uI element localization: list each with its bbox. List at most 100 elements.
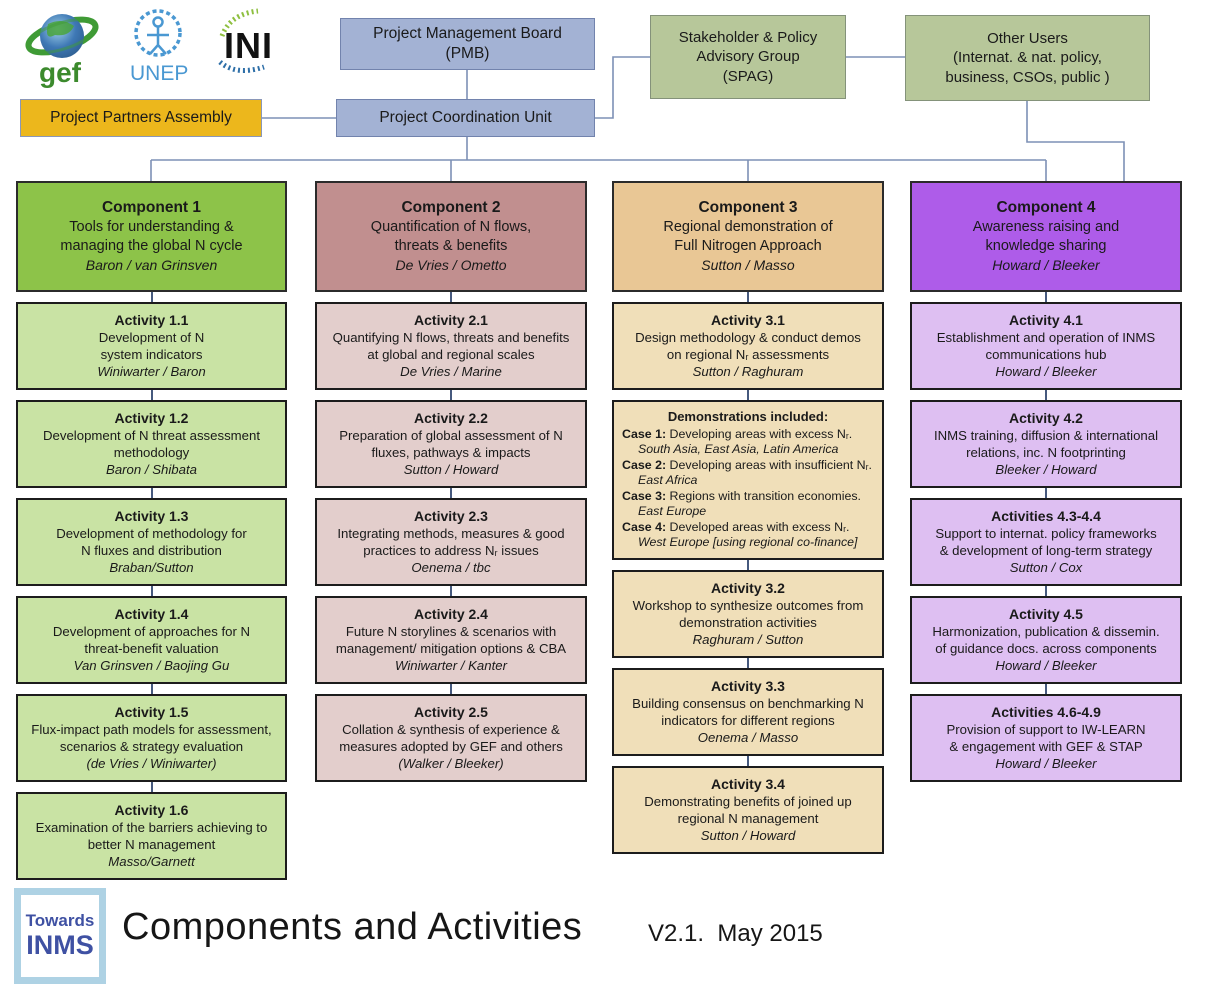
activity-title: Activity 4.2 bbox=[1009, 410, 1083, 427]
case-line: Case 4: Developed areas with excess Nᵣ. bbox=[622, 519, 850, 534]
component-subtitle: Regional demonstration of Full Nitrogen … bbox=[663, 219, 833, 255]
component-leads: Sutton / Masso bbox=[701, 256, 795, 273]
component-title: Component 3 bbox=[698, 199, 798, 217]
activity-title: Activity 3.1 bbox=[711, 312, 785, 329]
activity-description: Workshop to synthesize outcomes from dem… bbox=[632, 597, 864, 630]
case-region: South Asia, East Asia, Latin America bbox=[638, 442, 839, 457]
activity-description: Demonstrating benefits of joined up regi… bbox=[644, 793, 852, 826]
activity-description: Integrating methods, measures & good pra… bbox=[337, 525, 565, 558]
activity-connector bbox=[450, 684, 452, 694]
activity-leads: De Vries / Marine bbox=[400, 364, 502, 380]
activity-connector bbox=[1045, 684, 1047, 694]
activity-connector bbox=[747, 390, 749, 400]
activity-leads: Winiwarter / Baron bbox=[97, 364, 206, 380]
activity-leads: Braban/Sutton bbox=[109, 560, 194, 576]
case-region: East Africa bbox=[638, 473, 698, 488]
activity-leads: Sutton / Cox bbox=[1009, 560, 1083, 576]
activity-leads: Winiwarter / Kanter bbox=[394, 658, 507, 674]
component-subtitle: Awareness raising and knowledge sharing bbox=[972, 219, 1120, 255]
activity-connector bbox=[150, 586, 153, 596]
activity-title: Activity 1.4 bbox=[114, 606, 189, 623]
activity-connector bbox=[747, 292, 749, 302]
project-partners-assembly-box: Project Partners Assembly bbox=[20, 99, 262, 137]
component-4-column: Component 4 Awareness raising and knowle… bbox=[910, 181, 1182, 782]
activity-description: Development of methodology for N fluxes … bbox=[56, 525, 247, 558]
activity-leads: Oenema / Masso bbox=[697, 730, 799, 746]
component-title: Component 4 bbox=[996, 199, 1096, 217]
activity-description: Preparation of global assessment of N fl… bbox=[339, 427, 563, 460]
activity-connector bbox=[450, 292, 452, 302]
component-leads: Baron / van Grinsven bbox=[85, 256, 218, 273]
line-pcu-to-spag bbox=[595, 56, 650, 119]
activity-connector bbox=[1045, 586, 1047, 596]
component-title: Component 2 bbox=[401, 199, 501, 217]
component-leads: De Vries / Ometto bbox=[395, 256, 507, 273]
activity-title: Activities 4.3-4.4 bbox=[991, 508, 1101, 525]
activity-leads: Sutton / Howard bbox=[403, 462, 499, 478]
component-1-header: Component 1 Tools for understanding & ma… bbox=[16, 181, 287, 292]
activity-description: Collation & synthesis of experience & me… bbox=[339, 721, 563, 754]
component-1-column: Component 1 Tools for understanding & ma… bbox=[16, 181, 287, 880]
gef-logo-text: gef bbox=[39, 57, 82, 88]
activity-leads: (de Vries / Winiwarter) bbox=[86, 756, 217, 772]
component-3-header: Component 3 Regional demonstration of Fu… bbox=[612, 181, 884, 292]
activity-title: Activity 3.4 bbox=[711, 776, 785, 793]
activity-leads: Van Grinsven / Baojing Gu bbox=[73, 658, 230, 674]
other-users-box: Other Users (Internat. & nat. policy, bu… bbox=[905, 15, 1150, 101]
activity-connector bbox=[450, 586, 452, 596]
activity-title: Activity 2.3 bbox=[414, 508, 488, 525]
activity-title: Activity 1.3 bbox=[114, 508, 189, 525]
case-line: Case 3: Regions with transition economie… bbox=[622, 488, 861, 503]
activity-description: Support to internat. policy frameworks &… bbox=[935, 525, 1157, 558]
towards-inms-logo: Towards INMS bbox=[14, 888, 106, 984]
activity-description: Provision of support to IW-LEARN & engag… bbox=[946, 721, 1146, 754]
case-region: East Europe bbox=[638, 504, 707, 519]
version-label: V2.1. May 2015 bbox=[648, 920, 823, 947]
component-subtitle: Quantification of N flows, threats & ben… bbox=[370, 219, 532, 255]
activity-title: Activity 1.6 bbox=[114, 802, 189, 819]
gef-logo-icon: gef bbox=[25, 14, 99, 88]
activity-connector bbox=[150, 488, 153, 498]
activity-leads: (Walker / Bleeker) bbox=[398, 756, 504, 772]
component-2-column: Component 2 Quantification of N flows, t… bbox=[315, 181, 587, 782]
activity-title: Activity 4.5 bbox=[1009, 606, 1083, 623]
case-line: Case 1: Developing areas with excess Nᵣ. bbox=[622, 426, 853, 441]
activity-title: Activity 4.1 bbox=[1009, 312, 1083, 329]
activity-leads: Bleeker / Howard bbox=[995, 462, 1097, 478]
activity-connector bbox=[150, 390, 153, 400]
activity-leads: Howard / Bleeker bbox=[995, 364, 1097, 380]
case-region: West Europe [using regional co-finance] bbox=[638, 535, 858, 550]
activity-description: Examination of the barriers achieving to… bbox=[35, 819, 268, 852]
component-title: Component 1 bbox=[101, 199, 202, 217]
activity-description: Flux-impact path models for assessment, … bbox=[31, 721, 272, 754]
activity-title: Activity 3.2 bbox=[711, 580, 785, 597]
unep-logo-text: UNEP bbox=[130, 62, 188, 85]
activity-description: Future N storylines & scenarios with man… bbox=[335, 623, 567, 656]
activity-description: INMS training, diffusion & international… bbox=[933, 427, 1159, 460]
activity-connector bbox=[450, 488, 452, 498]
ini-logo-text: INI bbox=[224, 25, 273, 66]
activity-connector bbox=[150, 292, 153, 302]
project-coordination-unit-box: Project Coordination Unit bbox=[336, 99, 595, 137]
activity-title: Activity 1.2 bbox=[114, 410, 189, 427]
activity-description: Quantifying N flows, threats and benefit… bbox=[332, 329, 570, 362]
component-2-header: Component 2 Quantification of N flows, t… bbox=[315, 181, 587, 292]
activity-description: Building consensus on benchmarking N ind… bbox=[632, 695, 864, 728]
